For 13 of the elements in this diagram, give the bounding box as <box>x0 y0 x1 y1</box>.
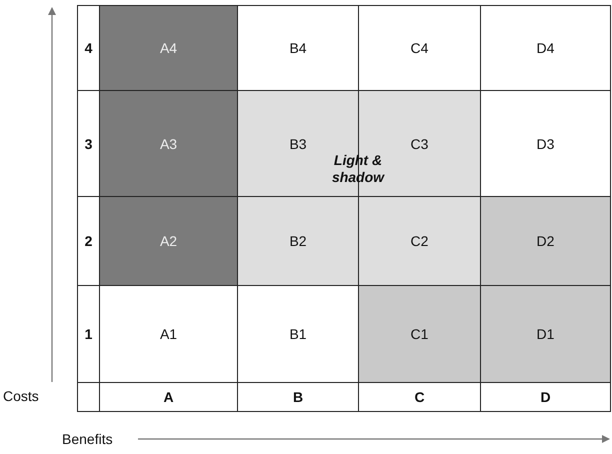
matrix-cell: C1 <box>358 285 481 383</box>
matrix-cell: B2 <box>237 196 359 286</box>
axis-label: Benefits <box>62 431 113 447</box>
matrix-cell: A4 <box>99 5 238 91</box>
matrix-cell: D1 <box>480 285 611 383</box>
matrix-cell: C2 <box>358 196 481 286</box>
matrix-cell: A3 <box>99 90 238 197</box>
matrix-cell: D2 <box>480 196 611 286</box>
row-number: 4 <box>77 5 100 91</box>
matrix-cell: D4 <box>480 5 611 91</box>
matrix-cell: A2 <box>99 196 238 286</box>
column-header: D <box>480 382 611 412</box>
axis-label: Costs <box>3 388 39 404</box>
